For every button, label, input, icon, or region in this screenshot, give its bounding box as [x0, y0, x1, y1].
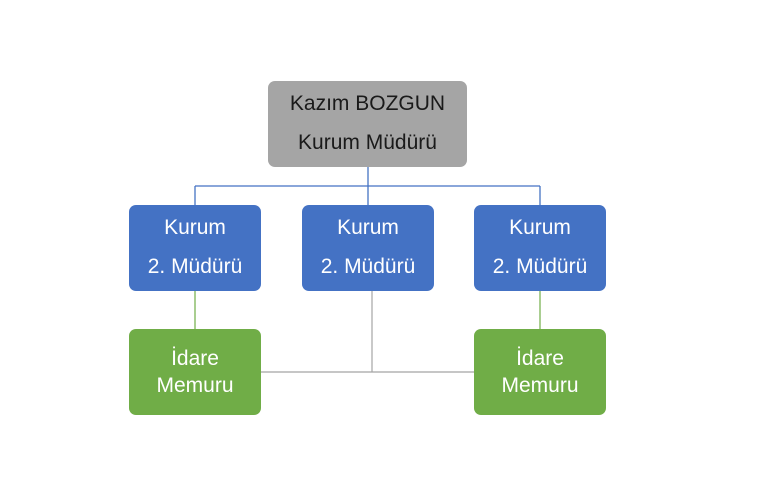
manager-center-line1: Kurum — [337, 216, 399, 240]
staff-node-left: İdare Memuru — [129, 329, 261, 415]
staff-node-right: İdare Memuru — [474, 329, 606, 415]
manager-left-line1: Kurum — [164, 216, 226, 240]
root-title: Kurum Müdürü — [298, 131, 437, 154]
manager-left-line2: 2. Müdürü — [147, 255, 243, 278]
staff-right-line2: Memuru — [501, 374, 579, 397]
manager-node-left: Kurum 2. Müdürü — [129, 205, 261, 291]
root-name: Kazım BOZGUN — [289, 92, 446, 116]
root-node-kurum-muduru: Kazım BOZGUN Kurum Müdürü — [268, 81, 467, 167]
staff-left-line1: İdare — [171, 346, 219, 370]
manager-node-center: Kurum 2. Müdürü — [302, 205, 434, 291]
staff-left-line2: Memuru — [156, 374, 234, 397]
manager-right-line1: Kurum — [509, 216, 571, 240]
staff-right-line1: İdare — [516, 346, 564, 370]
manager-node-right: Kurum 2. Müdürü — [474, 205, 606, 291]
manager-right-line2: 2. Müdürü — [492, 255, 588, 278]
manager-center-line2: 2. Müdürü — [320, 255, 416, 278]
